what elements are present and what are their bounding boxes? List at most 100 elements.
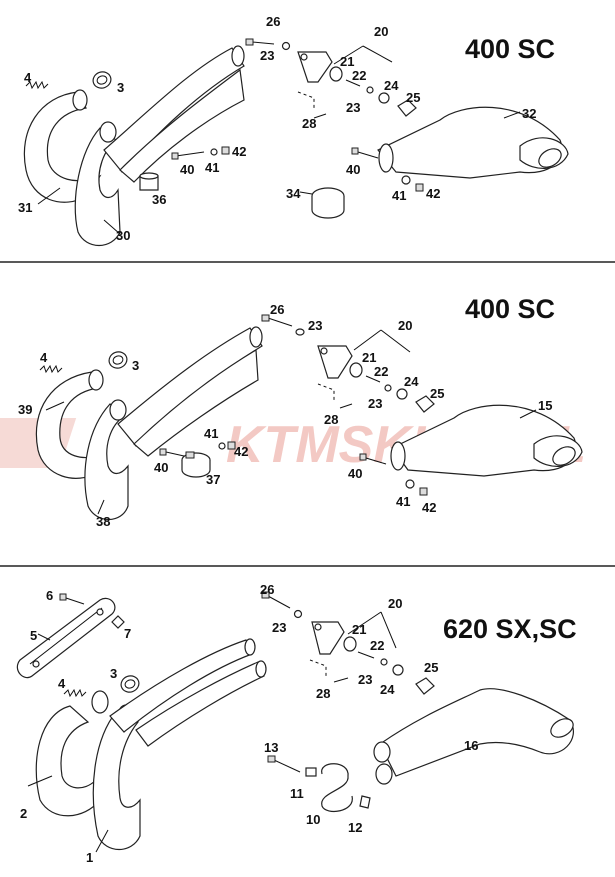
label-13: 13 [264, 740, 278, 755]
label-21-s2: 21 [362, 350, 376, 365]
label-41-right: 41 [392, 188, 406, 203]
section-2: 400 SC [18, 294, 583, 529]
bolt-26-and-bracket-20-s3 [261, 591, 435, 695]
gasket-3 [92, 71, 112, 89]
label-2: 2 [20, 806, 27, 821]
label-24: 24 [384, 78, 399, 93]
header-pipe-1 [92, 704, 141, 850]
label-40-right: 40 [346, 162, 360, 177]
section-3: 620 SX,SC [16, 582, 577, 865]
label-7: 7 [124, 626, 131, 641]
label-21: 21 [340, 54, 354, 69]
bolt-26-and-bracket-20 [245, 38, 417, 119]
label-31: 31 [18, 200, 32, 215]
header-pipe-30 [74, 121, 121, 246]
label-22-s2: 22 [374, 364, 388, 379]
label-30: 30 [116, 228, 130, 243]
leader-30 [103, 219, 121, 235]
label-23-lower-s2: 23 [368, 396, 382, 411]
sleeve-34 [311, 187, 345, 219]
label-3-s3: 3 [110, 666, 117, 681]
label-20-s2: 20 [398, 318, 412, 333]
label-23-s3: 23 [272, 620, 286, 635]
label-22-s3: 22 [370, 638, 384, 653]
label-23-lower: 23 [346, 100, 360, 115]
label-37: 37 [206, 472, 220, 487]
label-22: 22 [352, 68, 366, 83]
label-23-s2: 23 [308, 318, 322, 333]
label-40-right-s2: 40 [348, 466, 362, 481]
bolt-40-nut-41-42-s2-right [359, 453, 428, 496]
section-3-title: 620 SX,SC [443, 614, 577, 644]
label-42-s2: 42 [234, 444, 248, 459]
label-6: 6 [46, 588, 53, 603]
leader-31 [37, 187, 61, 205]
label-3: 3 [117, 80, 124, 95]
gasket-3-s2 [108, 351, 128, 369]
leader-39 [45, 401, 65, 411]
label-40-s2: 40 [154, 460, 168, 475]
label-5: 5 [30, 628, 37, 643]
label-40: 40 [180, 162, 194, 177]
label-25: 25 [406, 90, 420, 105]
label-39: 39 [18, 402, 32, 417]
label-26: 26 [266, 14, 280, 29]
section-1: 400 SC [18, 14, 569, 246]
section-1-title: 400 SC [465, 34, 555, 64]
label-3-s2: 3 [132, 358, 139, 373]
dual-pipes [109, 638, 267, 747]
middle-pipe [103, 45, 245, 183]
gasket-3-s3 [120, 675, 140, 693]
label-4-s2: 4 [40, 350, 48, 365]
label-12: 12 [348, 820, 362, 835]
leader-20-s2 [353, 329, 411, 353]
bolt-40-nut-41-42-s2-left [159, 441, 236, 457]
leader-15 [519, 409, 537, 419]
leader-34 [299, 191, 313, 195]
clamp-37 [181, 451, 211, 478]
middle-pipe-2 [117, 326, 263, 457]
label-11: 11 [290, 786, 304, 801]
screw-6 [59, 593, 85, 605]
label-26-s3: 26 [260, 582, 274, 597]
spring-4-s3 [63, 688, 87, 698]
label-1: 1 [86, 850, 93, 865]
heat-shield-5 [16, 597, 116, 679]
label-4: 4 [24, 70, 32, 85]
leader-2 [27, 775, 53, 787]
label-4-s3: 4 [58, 676, 66, 691]
bolt-40-nut-41-42-left [171, 146, 230, 160]
label-15: 15 [538, 398, 552, 413]
label-28-s3: 28 [316, 686, 330, 701]
silencer-15 [390, 404, 583, 477]
bolt-26-and-bracket-20-s2 [261, 314, 435, 413]
label-20: 20 [374, 24, 388, 39]
leader-32 [503, 111, 521, 119]
leader-38 [97, 499, 105, 515]
label-16: 16 [464, 738, 478, 753]
leader-20-s3 [347, 611, 397, 649]
spring-4-s2 [39, 364, 63, 374]
label-42-right: 42 [426, 186, 440, 201]
label-41-right-s2: 41 [396, 494, 410, 509]
bolt-40-nut-41-42-right [351, 147, 424, 192]
leader-20 [333, 45, 393, 65]
label-20-s3: 20 [388, 596, 402, 611]
label-23-lower-s3: 23 [358, 672, 372, 687]
label-28: 28 [302, 116, 316, 131]
clamp-10-bolt-13-nut-11-12 [267, 755, 371, 813]
label-24-s3: 24 [380, 682, 395, 697]
leader-1 [95, 829, 109, 853]
section-2-title: 400 SC [465, 294, 555, 324]
clip-7 [111, 615, 125, 629]
label-41: 41 [205, 160, 219, 175]
label-25-s2: 25 [430, 386, 444, 401]
label-41-s2: 41 [204, 426, 218, 441]
label-38: 38 [96, 514, 110, 529]
header-pipe-38 [84, 399, 129, 520]
label-42: 42 [232, 144, 246, 159]
leader-5 [37, 633, 51, 641]
label-24-s2: 24 [404, 374, 419, 389]
silencer-32 [377, 106, 569, 179]
